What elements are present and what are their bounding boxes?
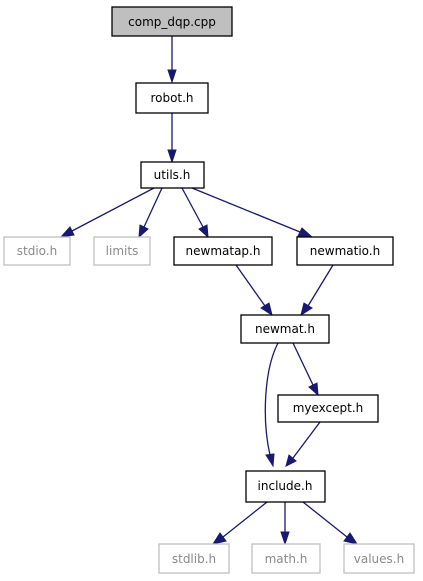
arrowhead-newmat_h-from-newmatap_h [260,302,273,317]
arrowhead-include_h-from-newmat_h [265,453,275,468]
node-include-h[interactable]: include.h [245,470,326,503]
node-label-stdlib_h: stdlib.h [172,552,216,566]
edge-utils_h-to-stdio_h [71,187,155,232]
arrowhead-include_h-from-myexcept_h [285,454,297,467]
node-label-include_h: include.h [258,479,313,493]
node-robot-h[interactable]: robot.h [135,82,209,114]
node-label-utils_h: utils.h [154,168,191,182]
node-limits[interactable]: limits [93,236,151,266]
node-label-newmatio_h: newmatio.h [310,244,380,258]
edge-include_h-to-values_h [302,501,348,538]
edge-utils_h-to-limits [143,187,163,228]
node-box-limits [93,236,151,266]
arrowhead-newmat_h-from-newmatio_h [300,302,313,317]
node-box-myexcept_h [277,394,379,423]
node-math-h[interactable]: math.h [251,543,321,574]
node-stdio-h[interactable]: stdio.h [3,236,71,266]
node-box-include_h [245,470,326,503]
node-values-h[interactable]: values.h [343,543,415,574]
arrowhead-stdio_h [59,226,75,238]
edge-newmatio_h-to-newmat_h [307,264,334,307]
node-label-values_h: values.h [354,552,404,566]
edges-layer [59,36,359,546]
node-box-robot_h [135,82,209,114]
node-label-limits: limits [106,244,139,258]
node-box-values_h [343,543,415,574]
arrowhead-newmatio_h [297,227,314,238]
node-label-newmatap_h: newmatap.h [186,244,261,258]
edge-utils_h-to-newmatap_h [181,187,204,228]
arrowhead-robot_h [167,69,177,84]
node-box-utils_h [140,161,205,189]
node-box-newmatap_h [173,236,273,266]
arrowhead-utils_h [167,149,177,164]
node-label-math_h: math.h [265,552,308,566]
node-myexcept-h[interactable]: myexcept.h [277,394,379,423]
node-box-math_h [251,543,321,574]
edge-newmat_h-to-myexcept_h [292,342,314,386]
arrowhead-myexcept_h [308,382,319,397]
node-box-stdio_h [3,236,71,266]
node-stdlib-h[interactable]: stdlib.h [158,543,230,574]
node-box-comp_dqp [111,6,233,37]
node-box-newmat_h [240,314,330,344]
node-label-myexcept_h: myexcept.h [293,401,364,415]
node-newmat-h[interactable]: newmat.h [240,314,330,344]
node-label-newmat_h: newmat.h [255,322,315,336]
node-newmatap-h[interactable]: newmatap.h [173,236,273,266]
arrowhead-stdlib_h [211,532,227,545]
node-label-robot_h: robot.h [150,91,193,105]
node-label-stdio_h: stdio.h [17,244,57,258]
edge-utils_h-to-newmatio_h [191,187,301,233]
edge-include_h-to-stdlib_h [222,501,268,538]
edge-newmatap_h-to-newmat_h [235,264,266,307]
node-box-stdlib_h [158,543,230,574]
arrowhead-newmatap_h [198,224,209,239]
arrowhead-limits [138,224,149,239]
edge-myexcept_h-to-include_h [292,421,321,459]
node-newmatio-h[interactable]: newmatio.h [296,236,394,266]
node-box-newmatio_h [296,236,394,266]
node-label-comp_dqp: comp_dqp.cpp [128,15,216,29]
arrowhead-values_h [343,532,359,545]
node-comp_dqp-cpp[interactable]: comp_dqp.cpp [111,6,233,37]
node-utils-h[interactable]: utils.h [140,161,205,189]
arrowhead-math_h [280,531,290,546]
edge-newmat_h-to-include_h [264,342,279,456]
nodes-layer: comp_dqp.cpp robot.h utils.h stdio.h lim… [3,6,415,574]
